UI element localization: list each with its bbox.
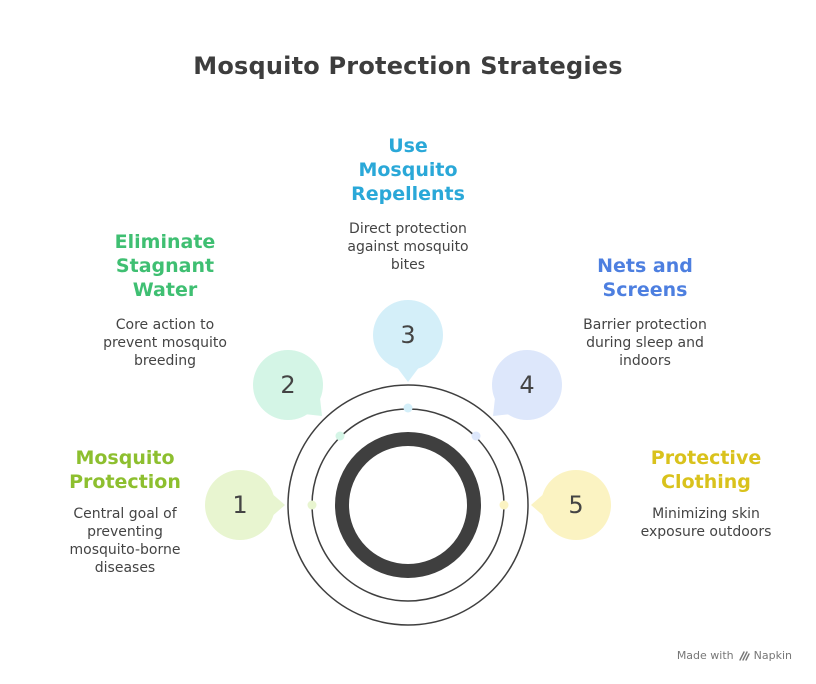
made-with-napkin-badge[interactable]: Made with Napkin xyxy=(677,649,792,662)
step-1-description: Central goal of preventing mosquito-born… xyxy=(69,506,181,576)
step-4-dot xyxy=(471,431,481,441)
made-with-label: Made with xyxy=(676,649,734,662)
napkin-brand-label: Napkin xyxy=(753,649,792,662)
napkin-logo-icon xyxy=(738,650,750,662)
step-1-number: 1 xyxy=(232,491,247,519)
step-4-description: Barrier protection during sleep and indo… xyxy=(583,317,707,369)
step-3-bubble: 3 xyxy=(373,300,443,413)
step-5-bubble: 5 xyxy=(499,470,611,540)
step-5-number: 5 xyxy=(568,491,583,519)
step-2-bubble: 2 xyxy=(253,350,345,441)
step-5-description: Minimizing skin exposure outdoors xyxy=(640,506,772,540)
step-2-heading: Eliminate Stagnant Water xyxy=(114,231,216,301)
step-1-dot xyxy=(307,500,317,510)
page-title: Mosquito Protection Strategies xyxy=(193,52,623,80)
step-4-number: 4 xyxy=(519,371,534,399)
step-1-heading: Mosquito Protection xyxy=(69,447,181,493)
step-3-number: 3 xyxy=(400,321,415,349)
step-3-heading: Use Mosquito Repellents xyxy=(351,135,465,205)
step-4-heading: Nets and Screens xyxy=(597,255,693,301)
step-4-bubble: 4 xyxy=(471,350,562,441)
outer-ring xyxy=(287,384,529,626)
step-1-bubble: 1 xyxy=(205,470,317,540)
step-5-dot xyxy=(499,500,509,510)
step-2-description: Core action to prevent mosquito breeding xyxy=(103,317,227,369)
step-3-description: Direct protection against mosquito bites xyxy=(347,221,469,273)
center-ring xyxy=(335,432,481,578)
step-2-dot xyxy=(335,431,345,441)
step-2-number: 2 xyxy=(280,371,295,399)
step-3-dot xyxy=(403,403,413,413)
step-5-heading: Protective Clothing xyxy=(650,447,762,493)
